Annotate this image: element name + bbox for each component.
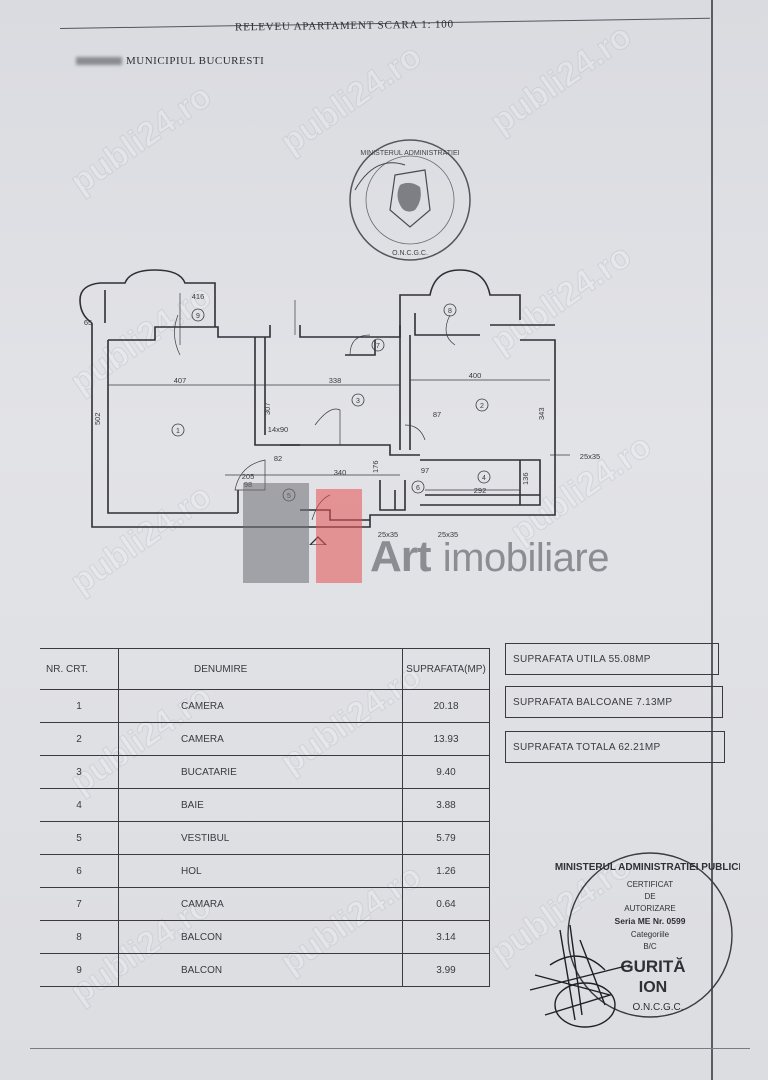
certification-stamp: MINISTERUL ADMINISTRATIEI PUBLICE CERTIF… — [529, 852, 740, 1028]
dimension-label: 407 — [174, 376, 187, 385]
cell-area: 3.88 — [402, 788, 490, 822]
cell-area: 20.18 — [402, 689, 490, 723]
summary-total-area: SUPRAFATA TOTALA 62.21MP — [505, 731, 725, 763]
cell-area: 0.64 — [402, 887, 490, 921]
official-stamp-top: MINISTERUL ADMINISTRATIEI O.N.C.G.C. — [349, 139, 471, 261]
dimension-label: 25x35 — [378, 530, 398, 539]
dimension-label: 82 — [274, 454, 282, 463]
agency-logo: Art imobiliare — [370, 532, 609, 581]
logo-gray-bar — [243, 483, 309, 583]
stamp-surname: GURITĂ — [620, 957, 685, 976]
logo-red-bar — [316, 489, 362, 583]
dimension-label: 25x35 — [438, 530, 458, 539]
dimension-label: 416 — [192, 292, 205, 301]
room-number: 7 — [376, 343, 380, 350]
stamp-text: B/C — [643, 942, 657, 951]
summary-usable-area: SUPRAFATA UTILA 55.08MP — [505, 643, 719, 675]
dimension-label: 340 — [334, 468, 347, 477]
dimension-label: 136 — [521, 472, 530, 485]
cell-nr: 2 — [40, 722, 119, 756]
room-number: 4 — [482, 475, 486, 482]
cell-nr: 4 — [40, 788, 119, 822]
cell-name: BALCON — [118, 953, 403, 987]
dimension-label: 292 — [474, 486, 487, 495]
cell-name: BALCON — [118, 920, 403, 954]
cell-nr: 3 — [40, 755, 119, 789]
cell-name: BUCATARIE — [118, 755, 403, 789]
dimension-label: 205 — [242, 472, 255, 481]
dimension-label: 65 — [84, 318, 92, 327]
page-border — [711, 0, 713, 1080]
floor-plan: 1 2 3 4 5 6 7 8 9 65 407 338 400 416 340… — [79, 269, 600, 545]
cell-name: CAMERA — [118, 722, 403, 756]
table-header-row: NR. CRT. DENUMIRE SUPRAFATA(MP) — [40, 648, 490, 690]
cell-nr: 6 — [40, 854, 119, 888]
cell-name: CAMERA — [118, 689, 403, 723]
dimension-label: 400 — [469, 371, 482, 380]
page-border — [30, 1048, 750, 1049]
dimension-label: 502 — [93, 412, 102, 425]
cell-name: CAMARA — [118, 887, 403, 921]
cell-area: 13.93 — [402, 722, 490, 756]
room-number: 2 — [480, 403, 484, 410]
cell-nr: 1 — [40, 689, 119, 723]
header-name: DENUMIRE — [118, 648, 403, 690]
cell-name: VESTIBUL — [118, 821, 403, 855]
cell-area: 3.14 — [402, 920, 490, 954]
dimension-label: 176 — [371, 460, 380, 473]
stamp-text: AUTORIZARE — [624, 904, 675, 913]
dimension-label: 97 — [421, 466, 429, 475]
cell-nr: 7 — [40, 887, 119, 921]
header-nr: NR. CRT. — [40, 648, 119, 690]
summary-balcony-area: SUPRAFATA BALCOANE 7.13MP — [505, 686, 723, 718]
room-number: 6 — [416, 485, 420, 492]
cell-nr: 9 — [40, 953, 119, 987]
signature — [529, 924, 631, 1028]
dimension-label: 343 — [537, 407, 546, 420]
stamp-firstname: ION — [639, 979, 667, 996]
stamp-text: DE — [644, 892, 655, 901]
dimension-label: 87 — [433, 410, 441, 419]
cell-area: 9.40 — [402, 755, 490, 789]
room-number: 8 — [448, 308, 452, 315]
cell-nr: 5 — [40, 821, 119, 855]
room-number: 3 — [356, 398, 360, 405]
room-number: 9 — [196, 313, 200, 320]
cell-name: HOL — [118, 854, 403, 888]
dimension-label: 338 — [329, 376, 342, 385]
dimension-label: 14x90 — [268, 425, 288, 434]
cell-area: 1.26 — [402, 854, 490, 888]
dimension-label: 25x35 — [580, 452, 600, 461]
header-area: SUPRAFATA(MP) — [402, 648, 490, 690]
document-location: MUNICIPIUL BUCURESTI — [76, 55, 264, 67]
redacted-text — [76, 57, 122, 66]
stamp-ring-text: MINISTERUL ADMINISTRATIEI PUBLICE — [555, 862, 740, 873]
cell-area: 3.99 — [402, 953, 490, 987]
cell-nr: 8 — [40, 920, 119, 954]
dimension-label: 307 — [263, 402, 272, 415]
cell-name: BAIE — [118, 788, 403, 822]
svg-text:MINISTERUL ADMINISTRATIEI: MINISTERUL ADMINISTRATIEI — [360, 150, 459, 157]
stamp-text: Categoriile — [631, 930, 670, 939]
stamp-serial: Seria ME Nr. 0599 — [615, 916, 686, 926]
stamp-bottom-text: O.N.C.G.C. — [632, 1002, 683, 1013]
cell-area: 5.79 — [402, 821, 490, 855]
room-number: 1 — [176, 428, 180, 435]
stamp-text: CERTIFICAT — [627, 880, 673, 889]
svg-text:O.N.C.G.C.: O.N.C.G.C. — [392, 250, 428, 257]
